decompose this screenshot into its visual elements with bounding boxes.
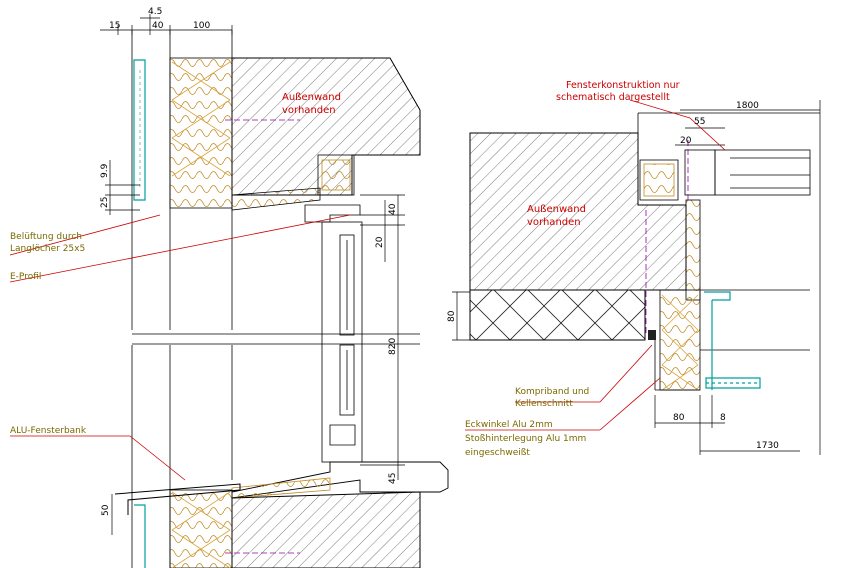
dim-4-5: 4.5 <box>148 7 162 17</box>
dim-1730: 1730 <box>756 441 779 451</box>
window-note-2: schematisch dargestellt <box>556 92 670 103</box>
right-lintel-block <box>469 289 646 341</box>
sill-label: ALU-Fensterbank <box>10 426 87 436</box>
e-profile-label: E-Profil <box>10 272 41 282</box>
wall-left-label-1: Außenwand <box>282 92 341 103</box>
joint-label-1: Kompriband und <box>515 387 589 397</box>
dim-1800: 1800 <box>736 101 759 111</box>
vent-label-2: Langlöcher 25x5 <box>10 244 85 254</box>
vent-label-1: Belüftung durch <box>10 232 82 242</box>
wall-right-label-2: vorhanden <box>527 217 581 228</box>
dim-15: 15 <box>109 21 120 31</box>
wall-left-label-2: vorhanden <box>282 105 336 116</box>
lower-wall-hatch <box>231 491 421 568</box>
dim-45: 45 <box>388 473 398 484</box>
corner-label-2: Stoßhinterlegung Alu 1mm <box>465 434 586 444</box>
window-note-1: Fensterkonstruktion nur <box>566 80 680 91</box>
dim-55: 55 <box>694 117 705 127</box>
dim-50: 50 <box>101 504 111 516</box>
corner-label-3: eingeschweißt <box>465 448 530 458</box>
dim-80-left: 80 <box>447 310 457 322</box>
dim-40-side: 40 <box>388 203 398 215</box>
joint-label-2: Kellenschnitt <box>515 399 573 409</box>
dim-80-bottom: 80 <box>673 413 685 423</box>
dim-40-top: 40 <box>152 21 164 31</box>
dim-9-9: 9.9 <box>100 163 110 178</box>
dim-820: 820 <box>388 338 398 355</box>
corner-label-1: Eckwinkel Alu 2mm <box>465 420 553 430</box>
dim-20-side: 20 <box>375 236 385 248</box>
dim-8: 8 <box>720 413 726 423</box>
wall-right-label-1: Außenwand <box>527 204 586 215</box>
dim-25: 25 <box>100 197 110 208</box>
dim-20-right: 20 <box>680 136 692 146</box>
dim-100: 100 <box>193 21 210 31</box>
upper-cladding <box>133 59 146 201</box>
